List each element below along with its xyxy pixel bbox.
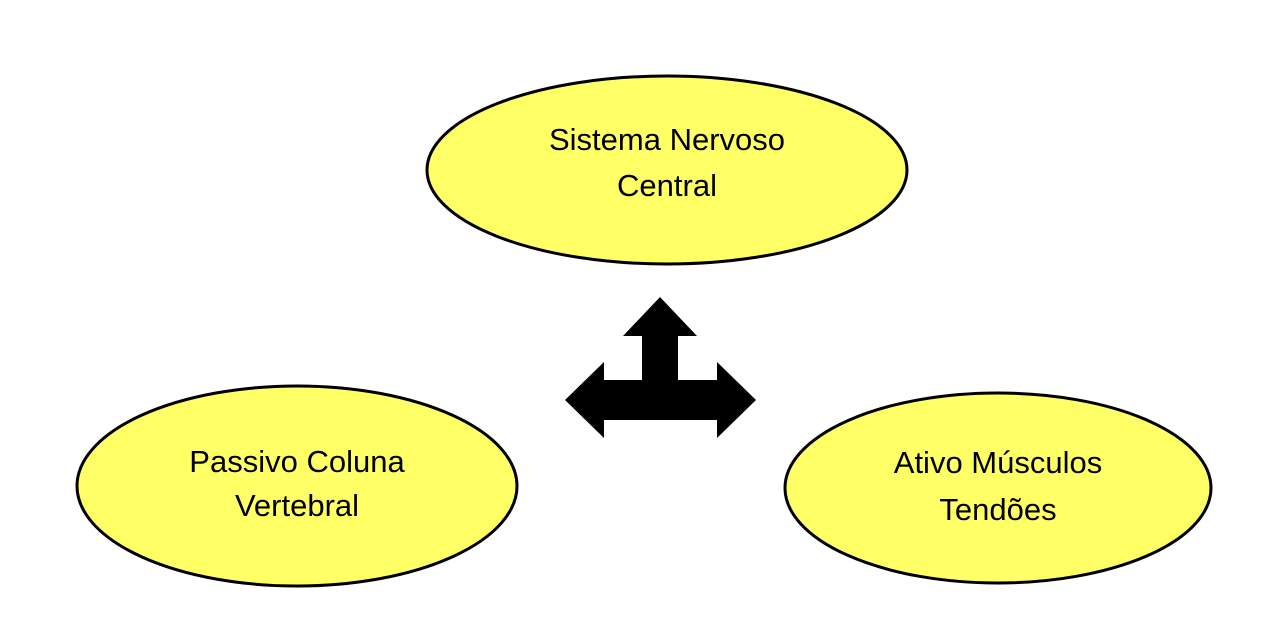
node-passivo-coluna-vertebral: Passivo Coluna Vertebral <box>75 384 519 588</box>
node-right-ellipse <box>783 391 1213 585</box>
node-top-label-line1: Sistema Nervoso <box>549 122 785 157</box>
node-left-label-line1: Passivo Coluna <box>189 444 405 479</box>
node-left-label-line2: Vertebral <box>235 488 359 523</box>
three-way-arrow-icon <box>565 297 756 438</box>
node-top-label-line2: Central <box>617 168 717 203</box>
node-sistema-nervoso-central: Sistema Nervoso Central <box>425 74 909 266</box>
node-right-label-line2: Tendões <box>939 492 1056 527</box>
node-left-ellipse <box>75 384 519 588</box>
node-ativo-musculos-tendoes: Ativo Músculos Tendões <box>783 391 1213 585</box>
node-top-ellipse <box>425 74 909 266</box>
node-right-label-line1: Ativo Músculos <box>894 445 1102 480</box>
